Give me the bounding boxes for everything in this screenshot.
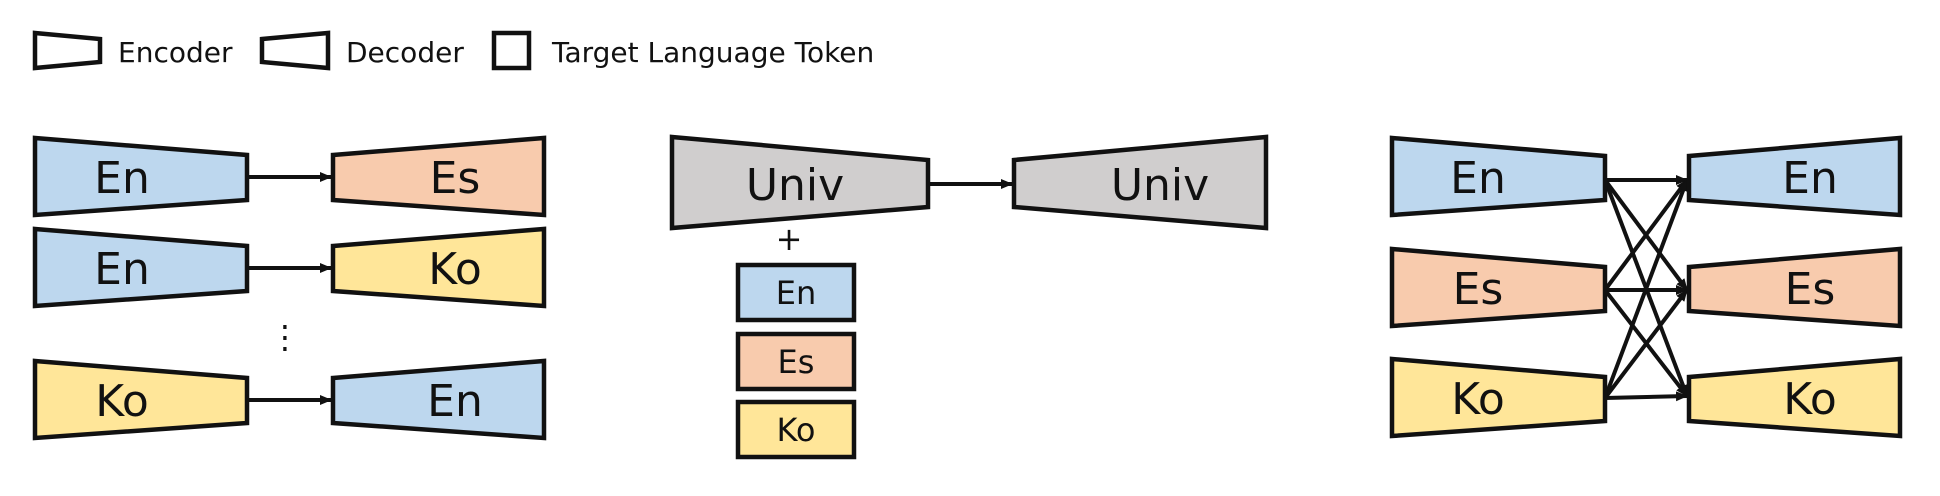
token-es-label: Es <box>778 343 815 381</box>
legend-encoder-label: Encoder <box>118 36 233 69</box>
encoder-en <box>1389 135 1608 218</box>
connection-arrow <box>1603 179 1689 399</box>
connection-arrow <box>1603 288 1689 400</box>
connection-arrow <box>1603 178 1689 292</box>
encoder-ko-label: Ko <box>1451 374 1505 425</box>
encoder-en-label: En <box>1450 153 1506 204</box>
encoder-es-label: Es <box>1453 264 1504 315</box>
legend-token-label: Target Language Token <box>551 36 874 69</box>
decoder-en <box>330 358 547 441</box>
token-es <box>735 331 857 392</box>
token-en <box>735 262 857 323</box>
ellipsis: ⋮ <box>269 318 301 356</box>
legend-decoder-icon <box>259 30 331 71</box>
decoder-en-label: En <box>1782 153 1838 204</box>
panel-multiway: En Es Ko En Es Ko <box>1389 135 1903 439</box>
encoder-ko <box>32 358 250 441</box>
panel-universal: Univ Univ + En Es Ko <box>669 134 1269 460</box>
token-en-label: En <box>776 274 817 312</box>
legend-token-icon <box>491 30 532 71</box>
encoder-en-label: En <box>94 244 150 295</box>
decoder-es <box>1686 246 1903 329</box>
encoder-en-label: En <box>94 153 150 204</box>
decoder-ko-label: Ko <box>1783 374 1837 425</box>
decoder-es-label: Es <box>1785 264 1836 315</box>
encoder-univ <box>669 134 931 231</box>
legend-encoder-icon <box>32 30 103 71</box>
encoder-ko-label: Ko <box>95 376 149 427</box>
plus-sign: + <box>776 220 803 258</box>
encoder-en <box>32 226 250 309</box>
decoder-ko <box>330 226 547 309</box>
decoder-univ-label: Univ <box>1111 160 1209 211</box>
legend: Encoder Decoder Target Language Token <box>32 30 874 71</box>
decoder-ko <box>1686 356 1903 439</box>
encoder-en <box>32 135 250 218</box>
decoder-en <box>1686 135 1903 218</box>
connection-arrow <box>1604 391 1688 402</box>
encoder-es <box>1389 246 1608 329</box>
decoder-ko-label: Ko <box>428 244 482 295</box>
panel-bilingual: En Es En Ko ⋮ Ko En <box>32 135 547 441</box>
decoder-es-label: Es <box>430 153 481 204</box>
encoder-univ-label: Univ <box>746 160 844 211</box>
decoder-es <box>330 135 547 218</box>
multiway-connections <box>1603 175 1689 402</box>
encoder-ko <box>1389 356 1608 439</box>
token-ko <box>735 399 857 460</box>
decoder-en-label: En <box>427 376 483 427</box>
decoder-univ <box>1011 134 1269 231</box>
legend-decoder-label: Decoder <box>346 36 464 69</box>
token-ko-label: Ko <box>777 411 816 449</box>
